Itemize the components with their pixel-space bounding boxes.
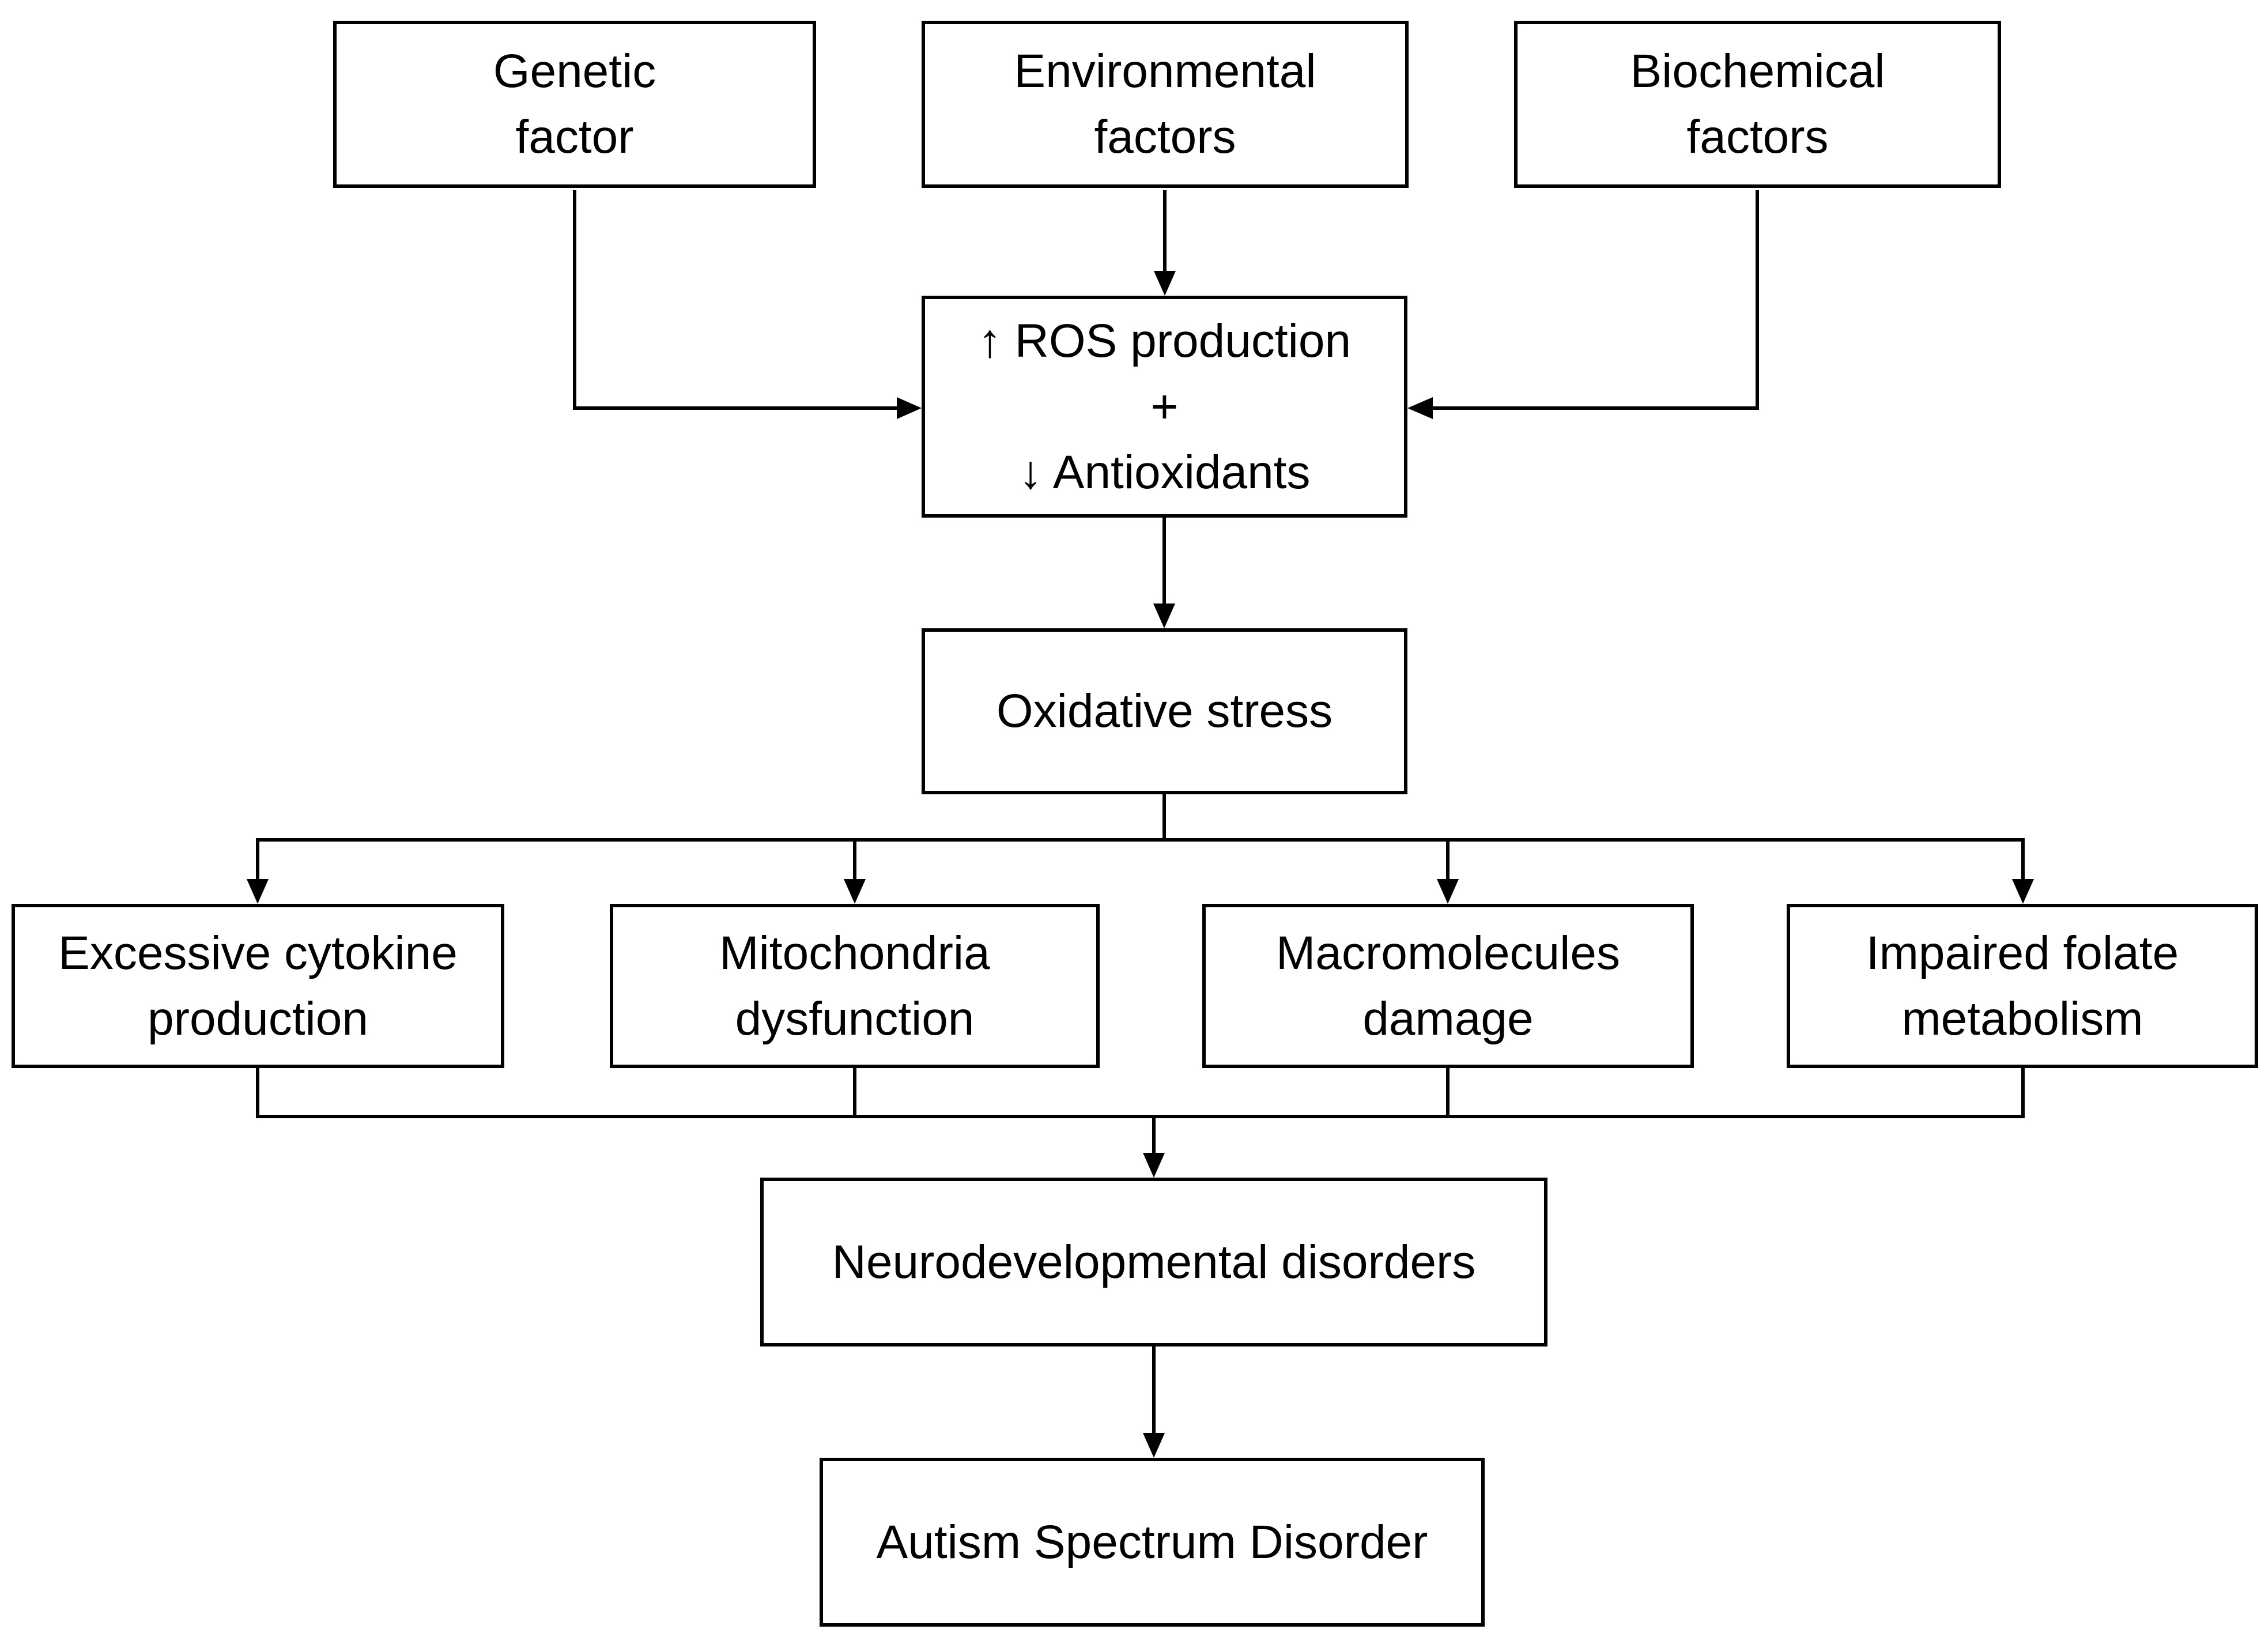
arrow-biochemical-to-ros (1407, 190, 1759, 419)
connector-merge-bus (256, 1068, 2025, 1118)
node-ros-production: ↑ ROS production + ↓ Antioxidants (922, 296, 1407, 518)
node-macromolecules-damage-label: Macromolecules damage (1276, 926, 1620, 1045)
node-environmental-factors-label: Environmental factors (1014, 45, 1316, 163)
node-excessive-cytokine-production: Excessive cytokine production (12, 904, 504, 1068)
node-genetic-factor-label: Genetic factor (493, 45, 656, 163)
node-impaired-folate-metabolism: Impaired folate metabolism (1787, 904, 2258, 1068)
node-mitochondria-dysfunction: Mitochondria dysfunction (610, 904, 1100, 1068)
arrow-bus-to-mitochondria (844, 838, 866, 904)
arrow-bus-to-neuro (1143, 1115, 1165, 1178)
node-oxidative-stress-label: Oxidative stress (996, 685, 1333, 737)
node-neurodevelopmental-disorders-label: Neurodevelopmental disorders (832, 1235, 1476, 1288)
node-autism-spectrum-disorder: Autism Spectrum Disorder (820, 1458, 1485, 1627)
node-excessive-cytokine-production-label: Excessive cytokine production (58, 926, 458, 1045)
node-biochemical-factors: Biochemical factors (1514, 21, 2001, 188)
arrow-bus-to-macromolecules (1437, 838, 1459, 904)
arrow-bus-to-folate (2012, 838, 2034, 904)
arrow-genetic-to-ros (573, 190, 922, 419)
arrow-environmental-to-ros (1154, 190, 1176, 296)
arrow-bus-to-cytokine (247, 838, 269, 904)
connector-oxidative-to-bus (256, 794, 2025, 842)
node-macromolecules-damage: Macromolecules damage (1202, 904, 1694, 1068)
node-impaired-folate-metabolism-label: Impaired folate metabolism (1866, 926, 2179, 1045)
arrow-ros-to-oxidative (1153, 518, 1175, 628)
node-ros-production-label: ↑ ROS production + ↓ Antioxidants (977, 314, 1352, 499)
node-neurodevelopmental-disorders: Neurodevelopmental disorders (760, 1178, 1547, 1347)
node-autism-spectrum-disorder-label: Autism Spectrum Disorder (876, 1515, 1428, 1568)
node-oxidative-stress: Oxidative stress (922, 628, 1407, 794)
node-mitochondria-dysfunction-label: Mitochondria dysfunction (719, 926, 990, 1045)
node-biochemical-factors-label: Biochemical factors (1630, 45, 1885, 163)
node-genetic-factor: Genetic factor (333, 21, 816, 188)
arrow-neuro-to-asd (1143, 1347, 1165, 1458)
node-environmental-factors: Environmental factors (922, 21, 1409, 188)
